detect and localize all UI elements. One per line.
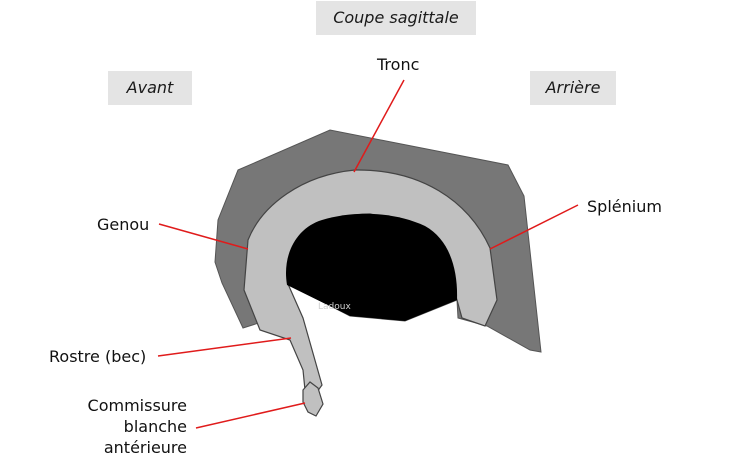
label-genou: Genou: [97, 215, 150, 234]
label-commissure-line-1: Commissure: [87, 396, 187, 415]
orientation-front-label: Avant: [108, 71, 192, 105]
label-splenium: Splénium: [587, 197, 662, 216]
label-commissure: Commissure blanche antérieure: [88, 395, 187, 458]
leader-line-genou: [158, 223, 249, 250]
diagram-title: Coupe sagittale: [316, 1, 476, 35]
watermark-text: Ladoux: [318, 302, 351, 312]
leader-line-tronc: [353, 79, 405, 173]
label-tronc: Tronc: [377, 55, 420, 74]
label-commissure-line-2: blanche: [123, 417, 187, 436]
leader-line-splenium: [489, 204, 579, 250]
orientation-back-label: Arrière: [530, 71, 616, 105]
leader-line-commissure: [195, 402, 306, 429]
leader-line-rostre: [157, 337, 292, 357]
ventricle-shape: [285, 213, 458, 321]
label-commissure-line-3: antérieure: [103, 438, 187, 457]
label-rostre: Rostre (bec): [49, 347, 147, 366]
